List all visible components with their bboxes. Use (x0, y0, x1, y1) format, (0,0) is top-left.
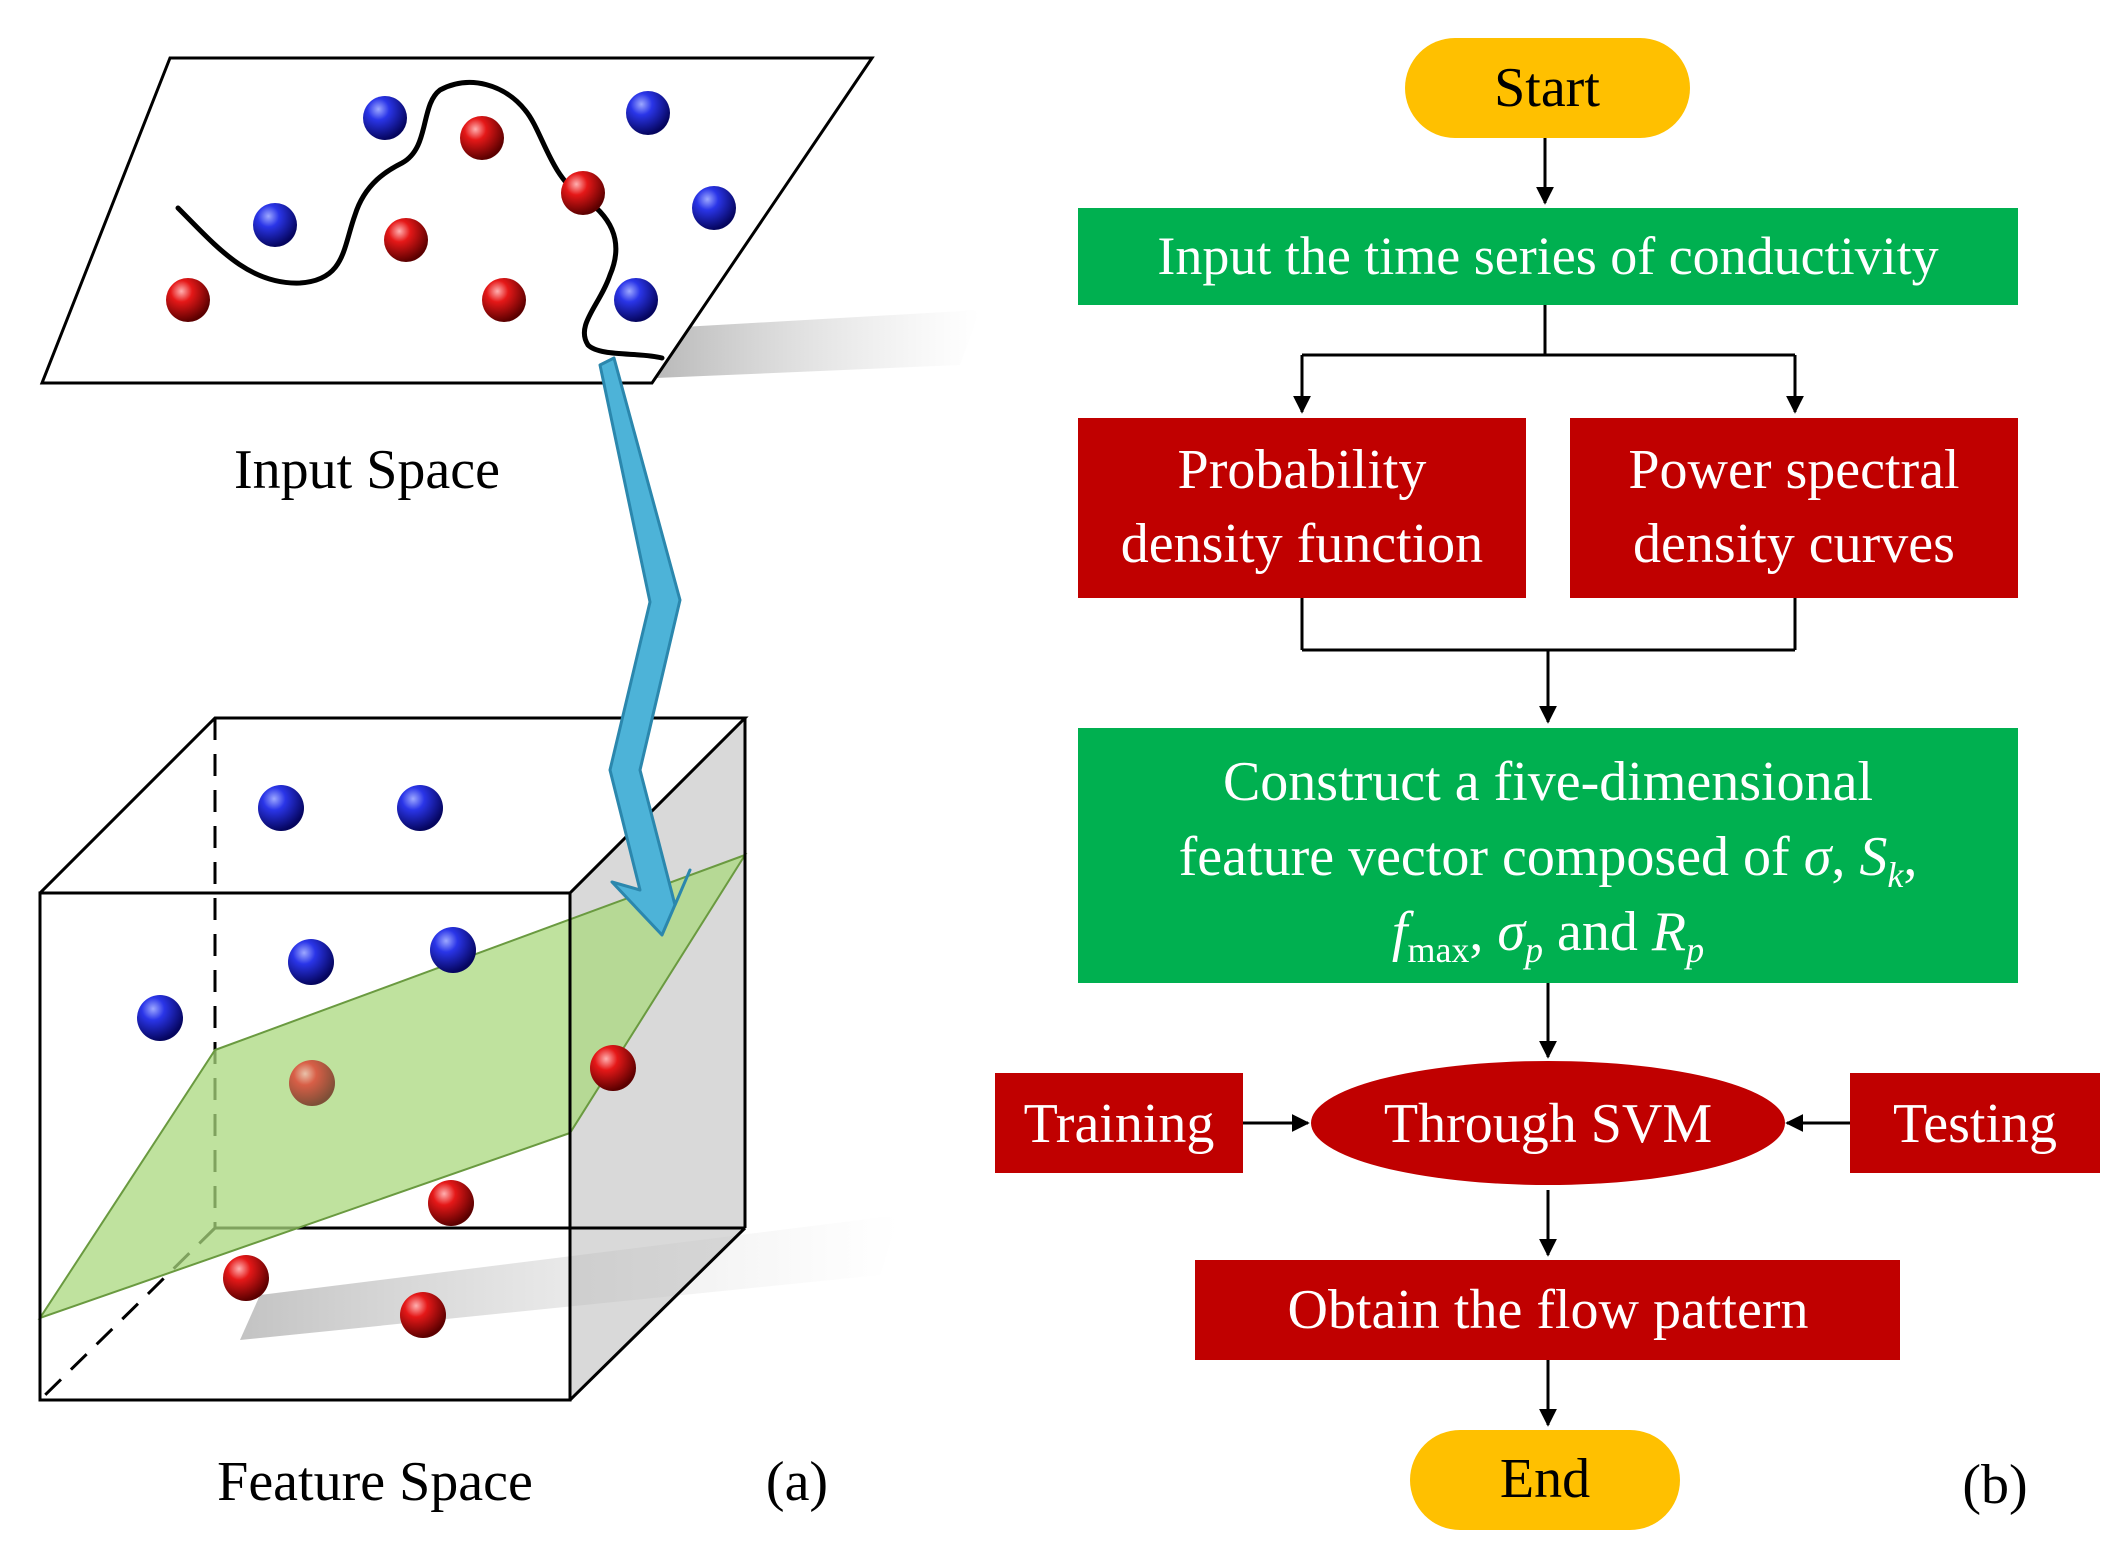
training-box (995, 1073, 1243, 1173)
psd-label-line2: density curves (1633, 513, 1955, 575)
input-time-series-label: Input the time series of conductivity (1157, 226, 1938, 286)
blue-sphere (430, 927, 476, 973)
blue-sphere (397, 785, 443, 831)
construct-line2: feature vector composed of σ, Sk, (1179, 826, 1918, 895)
start-terminal (1405, 38, 1690, 138)
construct-line1: Construct a five-dimensional (1223, 751, 1873, 813)
red-sphere (460, 116, 504, 160)
obtain-flow-pattern-box (1195, 1260, 1900, 1360)
pdf-label-line2: density function (1121, 513, 1483, 575)
red-sphere (482, 278, 526, 322)
input-decision-boundary (175, 80, 665, 361)
obtain-flow-pattern-label: Obtain the flow pattern (1288, 1279, 1809, 1341)
feature-space-label: Feature Space (217, 1451, 533, 1513)
red-sphere (561, 171, 605, 215)
input-plane-shadow (610, 310, 980, 380)
blue-sphere (288, 939, 334, 985)
blue-sphere (253, 203, 297, 247)
training-label: Training (1024, 1093, 1215, 1155)
pdf-label-line1: Probability (1178, 439, 1427, 501)
flow-connectors (1243, 138, 1850, 1427)
testing-box (1850, 1073, 2100, 1173)
blue-sphere (692, 186, 736, 230)
start-label: Start (1494, 57, 1600, 119)
construct-feature-box (1078, 728, 2018, 983)
testing-label: Testing (1893, 1093, 2057, 1155)
red-sphere (400, 1292, 446, 1338)
psd-box (1570, 418, 2018, 598)
blue-sphere (258, 785, 304, 831)
red-sphere (384, 218, 428, 262)
feature-space-spheres (137, 785, 636, 1338)
red-sphere (428, 1180, 474, 1226)
panel-b: Start Input the time series of conductiv… (995, 38, 2100, 1530)
red-sphere (166, 278, 210, 322)
blue-sphere (626, 91, 670, 135)
psd-label-line1: Power spectral (1628, 439, 1959, 501)
mapping-arrow (598, 356, 692, 937)
input-space-spheres (166, 91, 736, 322)
red-sphere (223, 1255, 269, 1301)
svm-ellipse (1311, 1061, 1785, 1185)
end-label: End (1500, 1448, 1590, 1510)
input-space-label: Input Space (234, 439, 500, 501)
end-terminal (1410, 1430, 1680, 1530)
panel-a-label: (a) (766, 1451, 828, 1513)
panel-a: Input Space (37, 56, 980, 1513)
red-sphere (590, 1045, 636, 1091)
blue-sphere (137, 995, 183, 1041)
construct-line3: fmax, σp and Rp (1392, 901, 1704, 970)
cube-edges (38, 716, 749, 1402)
red-sphere (289, 1060, 335, 1106)
panel-b-label: (b) (1962, 1454, 2027, 1516)
svm-label: Through SVM (1384, 1093, 1712, 1155)
input-space-plane (39, 56, 875, 385)
input-time-series-box (1078, 208, 2018, 305)
pdf-box (1078, 418, 1526, 598)
blue-sphere (363, 96, 407, 140)
blue-sphere (614, 278, 658, 322)
